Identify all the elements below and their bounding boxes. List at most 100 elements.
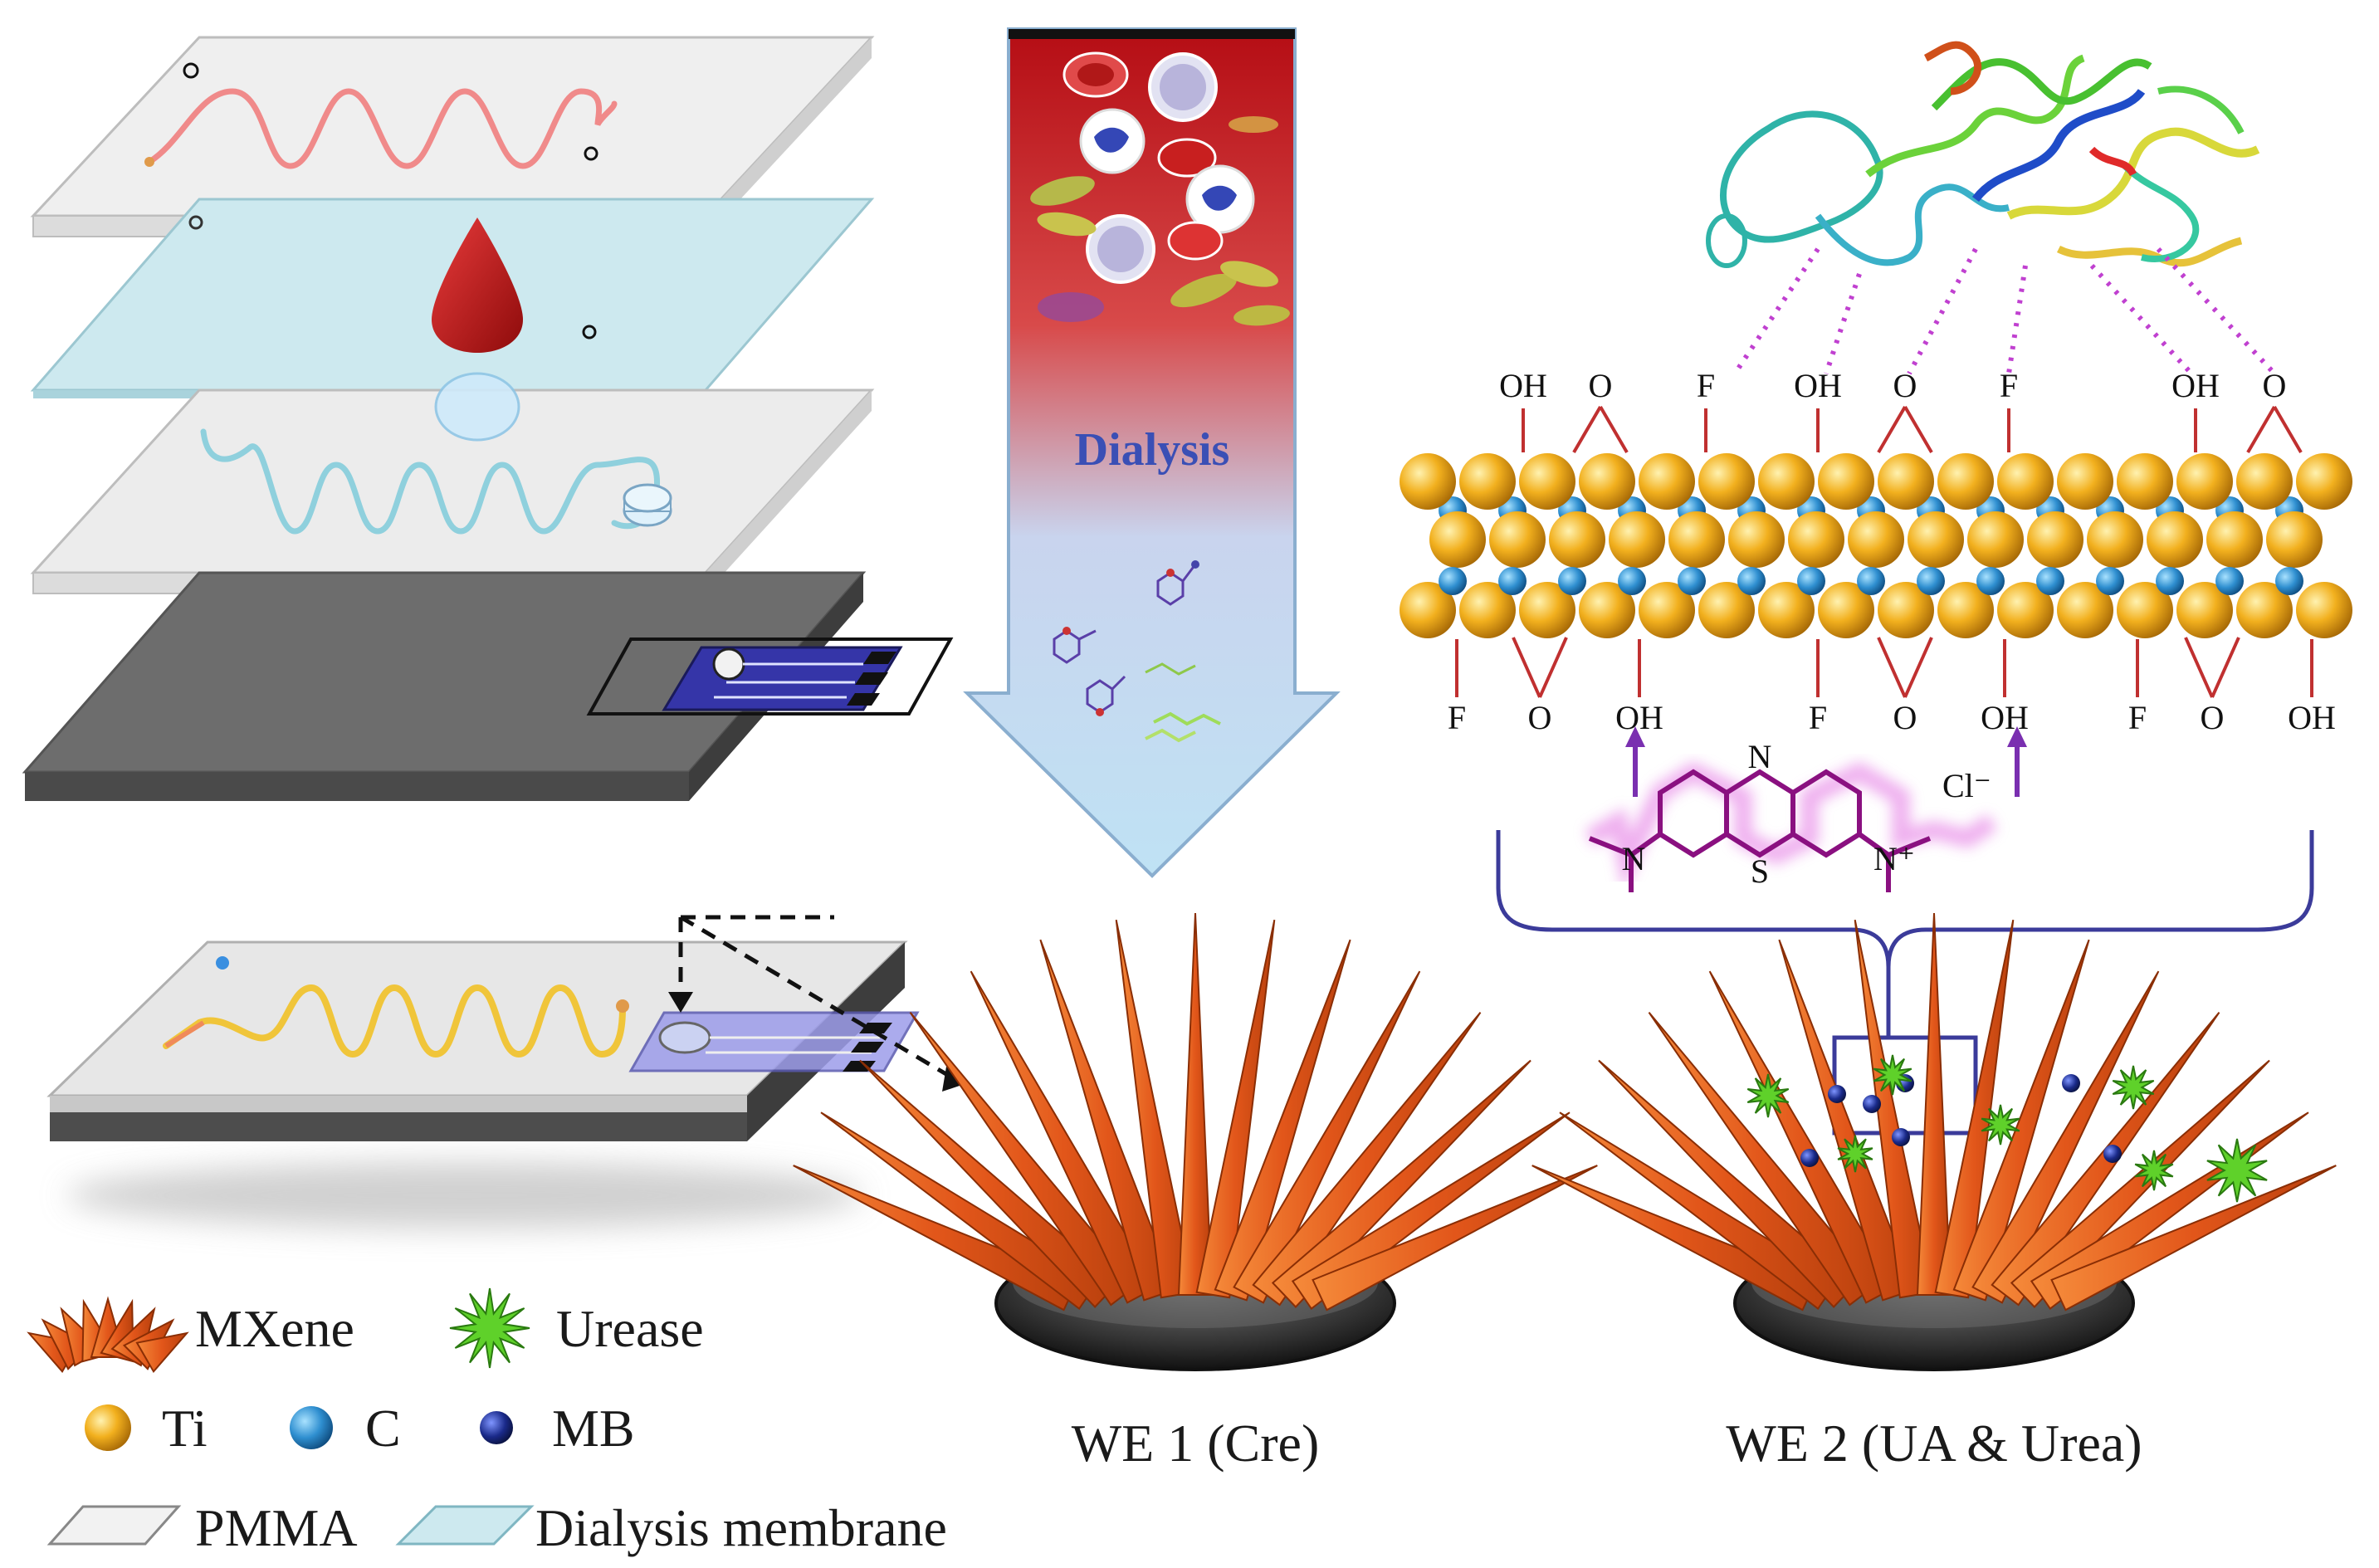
- urease-star: [2134, 1150, 2174, 1191]
- ti-atom: [1908, 511, 1964, 568]
- we1-label: WE 1 (Cre): [1072, 1414, 1320, 1473]
- mb-atom-n-left: N: [1622, 840, 1646, 877]
- urease-protein-icon: [1706, 41, 2260, 268]
- ti-atom: [2027, 511, 2083, 568]
- ti-atom: [1967, 511, 2024, 568]
- ti-atom: [1459, 453, 1516, 510]
- surface-group-top: OH: [2171, 367, 2220, 404]
- mxene-flake: [135, 1331, 189, 1374]
- ti-atom: [1728, 511, 1785, 568]
- ti-atom: [1400, 582, 1456, 638]
- c-atom: [1797, 567, 1825, 595]
- legend-urease-label: Urease: [556, 1299, 704, 1358]
- ti-atom: [1579, 453, 1635, 510]
- mxene-icon: [27, 1296, 189, 1374]
- legend-mb-label: MB: [552, 1399, 635, 1458]
- legend-dialysis-membrane-label: Dialysis membrane: [535, 1498, 947, 1557]
- ti-atom: [1937, 453, 1994, 510]
- mb-atom-s: S: [1751, 852, 1769, 890]
- ti-atom: [1668, 511, 1725, 568]
- urease-star: [1837, 1135, 1873, 1173]
- ti-atom: [2236, 582, 2293, 638]
- legend-pmma-label: PMMA: [195, 1498, 358, 1557]
- legend-dialysis-membrane: Dialysis membrane: [395, 1498, 947, 1557]
- surface-group-top: F: [1697, 367, 1715, 404]
- c-atom: [1917, 567, 1945, 595]
- filtered-drop-icon: [434, 372, 520, 442]
- surface-group-top: OH: [1794, 367, 1842, 404]
- c-atom: [2156, 567, 2184, 595]
- ti-atom: [1429, 511, 1486, 568]
- urease-star: [449, 1287, 530, 1369]
- mxene-flake: [1952, 939, 2090, 1302]
- c-atom: [2096, 567, 2124, 595]
- surface-group-bottom: F: [2128, 699, 2147, 736]
- surface-group-bottom: O: [2201, 699, 2225, 736]
- assembled-device: [46, 915, 967, 1229]
- surface-group-bottom: OH: [1981, 699, 2029, 736]
- ti-atom: [2087, 511, 2143, 568]
- c-atom: [1976, 567, 2005, 595]
- surface-group-bottom: OH: [1615, 699, 1663, 736]
- mb-particle: [1800, 1149, 1819, 1167]
- urease-star: [1873, 1054, 1912, 1096]
- mxene-flake: [1214, 939, 1351, 1302]
- ti-atom: [1519, 582, 1575, 638]
- c-atom: [1737, 567, 1766, 595]
- legend: MXene Urease Ti C MB PMMA Dialysis membr…: [27, 1287, 947, 1557]
- ti-atom: [2296, 582, 2352, 638]
- ti-atom: [1400, 453, 1456, 510]
- c-atom: [2215, 567, 2244, 595]
- ti-atom: [2147, 511, 2203, 568]
- ti-atom: [1459, 582, 1516, 638]
- mxene-flake: [1233, 970, 1421, 1304]
- legend-mxene: MXene: [27, 1296, 354, 1374]
- surface-group-top: O: [1589, 367, 1613, 404]
- surface-group-bottom: O: [1528, 699, 1552, 736]
- legend-ti: Ti: [85, 1399, 208, 1458]
- surface-group-bottom: OH: [2288, 699, 2336, 736]
- ti-atom: [1818, 453, 1874, 510]
- urease-star: [2112, 1065, 2155, 1110]
- mxene-flake: [1971, 970, 2160, 1304]
- c-atom: [1857, 567, 1885, 595]
- mxene-flake: [1271, 1059, 1531, 1308]
- urease-star-icon: [449, 1287, 530, 1369]
- surface-group-bottom: F: [1448, 699, 1466, 736]
- c-atom: [1558, 567, 1586, 595]
- mb-particle: [1863, 1095, 1881, 1113]
- legend-ti-label: Ti: [162, 1399, 208, 1458]
- dialysis-arrow: Dialysis: [963, 27, 1341, 878]
- ti-atom: [1639, 453, 1695, 510]
- ti-atom: [1997, 582, 2054, 638]
- membrane-sheet-icon: [395, 1505, 535, 1546]
- methylene-blue-molecule: N S N N⁺ Cl⁻: [1585, 726, 2027, 892]
- urease-star: [2206, 1138, 2268, 1203]
- urease-star: [1746, 1073, 1790, 1118]
- mb-particle-icon: [480, 1411, 513, 1444]
- mxene-flake: [1312, 1165, 1598, 1312]
- ti-atom: [1549, 511, 1605, 568]
- c-atom: [2036, 567, 2064, 595]
- ti-atom: [1997, 453, 2054, 510]
- ti-atom: [1489, 511, 1546, 568]
- ti-atom: [1937, 582, 1994, 638]
- c-atom: [2275, 567, 2303, 595]
- ti-atom: [2057, 453, 2113, 510]
- ti-atom-icon: [85, 1404, 131, 1451]
- ti-atom: [1609, 511, 1665, 568]
- urease-stars: [1746, 1054, 2268, 1203]
- blood-drop-icon: [432, 217, 523, 353]
- surface-group-top: F: [2000, 367, 2018, 404]
- mxene-flake: [1039, 939, 1177, 1302]
- ti-atom: [1758, 582, 1815, 638]
- mxene-flake: [1934, 919, 2015, 1299]
- c-atom-icon: [290, 1406, 333, 1449]
- ti-atom: [2296, 453, 2352, 510]
- mxene-lattice: [1400, 453, 2352, 638]
- ti-atom: [1698, 582, 1755, 638]
- small-molecules-icon: [1053, 560, 1221, 743]
- ti-atom: [1878, 453, 1934, 510]
